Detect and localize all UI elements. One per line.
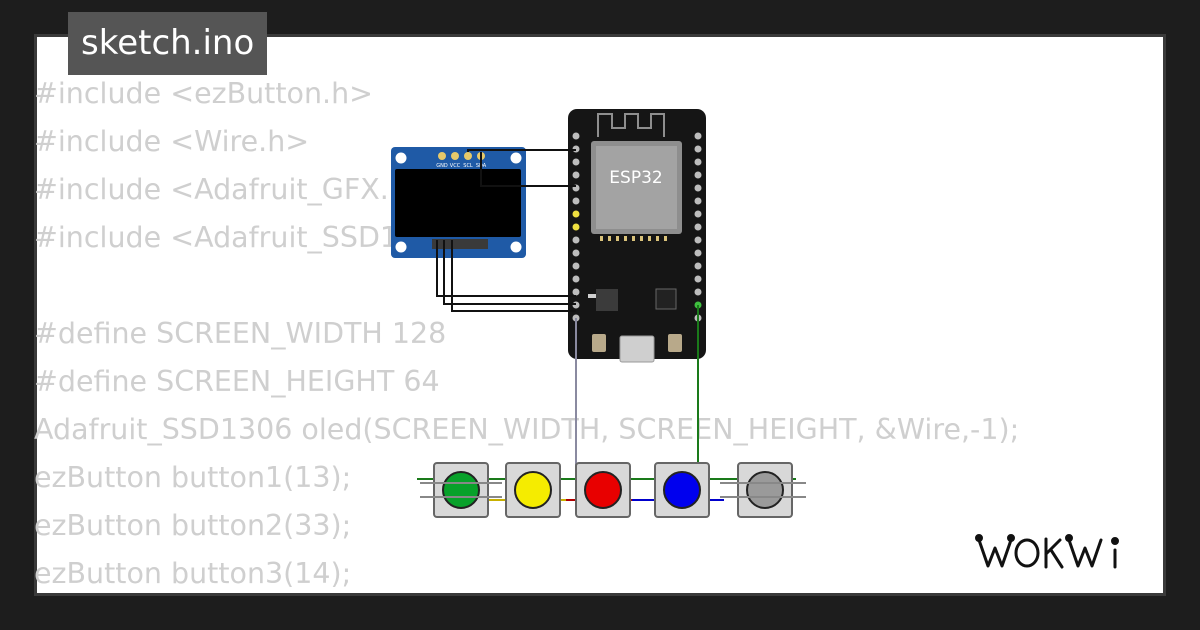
code-line: ezButton button2(33); (34, 509, 352, 542)
oled-pin-label: SCL (463, 163, 473, 169)
gray-push-button[interactable] (720, 462, 806, 518)
wires (417, 149, 796, 501)
red-push-button[interactable] (575, 462, 631, 518)
blue-push-button[interactable] (654, 462, 710, 518)
code-line: #include <Adafruit_GFX.h> (34, 173, 431, 206)
code-line: #define SCREEN_WIDTH 128 (34, 317, 447, 350)
code-line: #include <ezButton.h> (34, 77, 374, 110)
oled-pin-label: GND (436, 163, 448, 169)
code-line: ezButton button1(13); (34, 461, 352, 494)
code-line: #include <Wire.h> (34, 125, 310, 158)
yellow-push-button[interactable] (505, 462, 561, 518)
code-line: ezButton button3(14); (34, 557, 352, 590)
code-line: Adafruit_SSD1306 oled(SCREEN_WIDTH, SCRE… (34, 413, 1020, 446)
oled-pin-label: VCC (450, 163, 461, 169)
esp32-chip-label: ESP32 (609, 168, 662, 188)
code-editor: #include <ezButton.h> #include <Wire.h> #i… (34, 70, 1019, 598)
green-push-button[interactable] (420, 462, 502, 518)
esp32-left-pins[interactable] (572, 132, 580, 322)
wokwi-logo (975, 534, 1119, 569)
oled-display[interactable]: GND VCC SCL SDA (391, 147, 526, 258)
push-buttons[interactable] (420, 462, 806, 518)
esp32-right-pins[interactable] (694, 132, 702, 322)
oled-screen (395, 169, 521, 237)
file-name-tag[interactable]: sketch.ino (68, 12, 268, 75)
code-line: #define SCREEN_HEIGHT 64 (34, 365, 440, 398)
esp32-board[interactable]: ESP32 (568, 109, 706, 363)
